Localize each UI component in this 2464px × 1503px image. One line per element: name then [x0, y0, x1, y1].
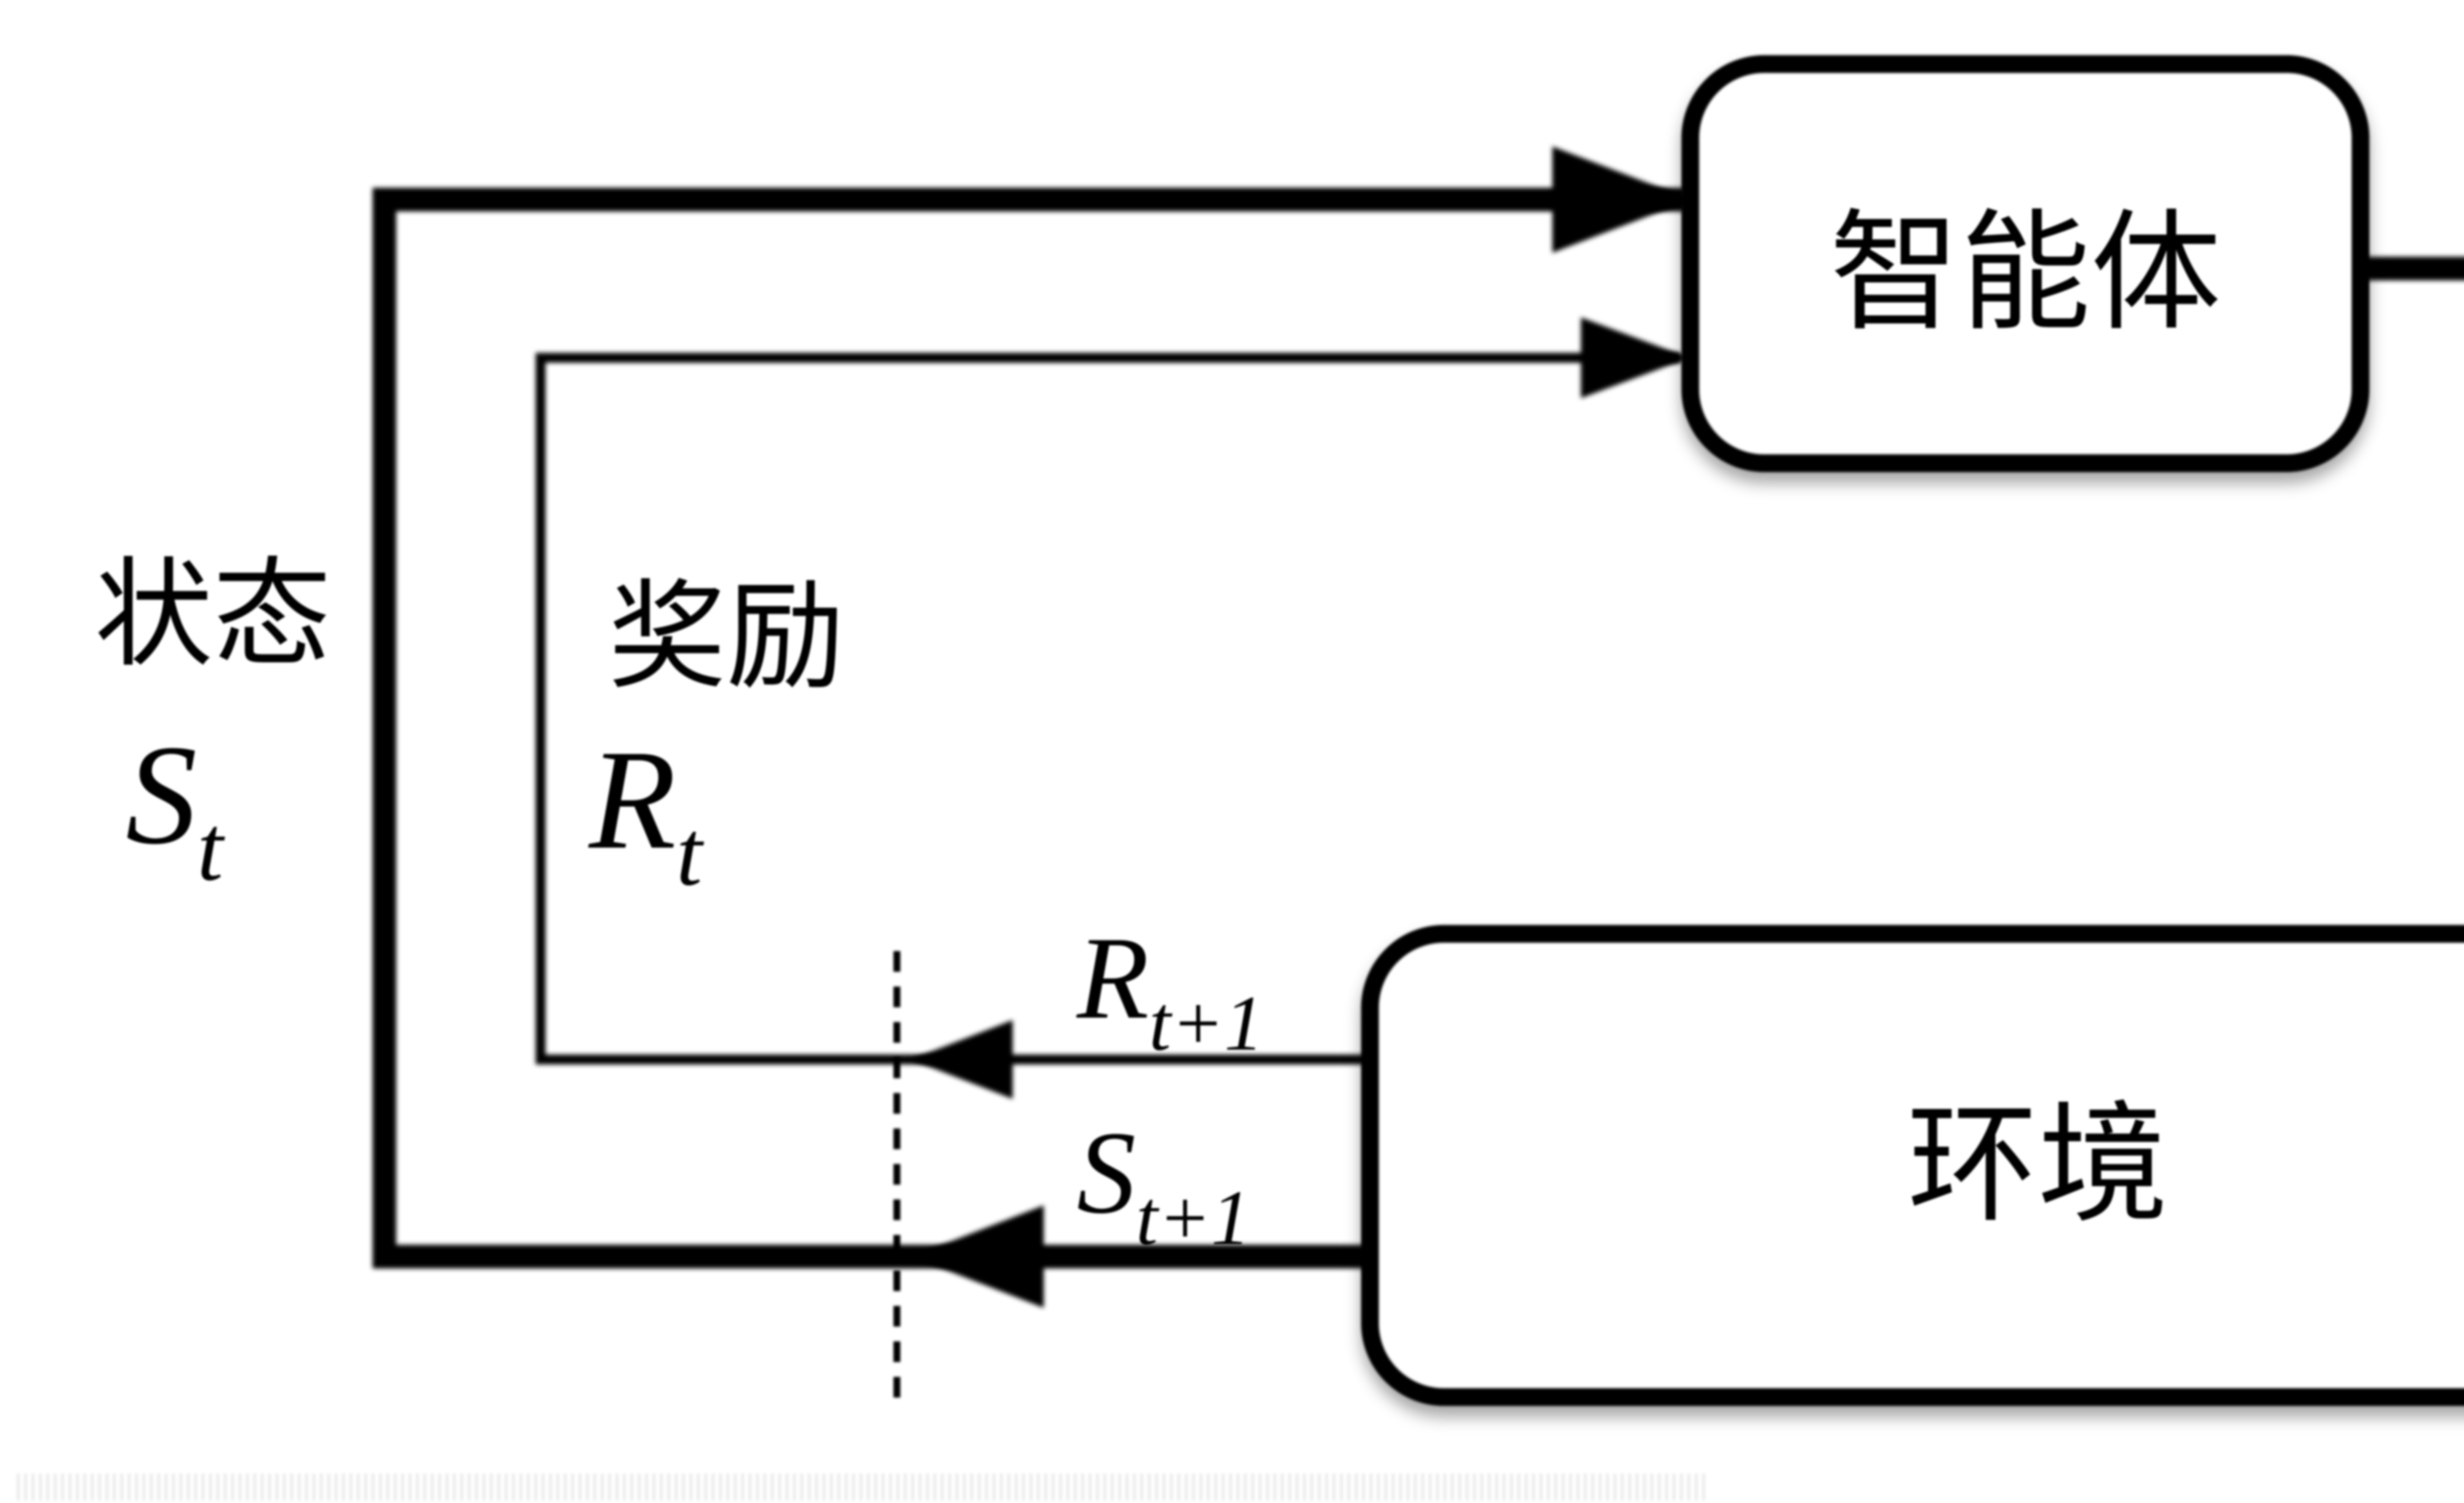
bottom-artifact-strip: [15, 1473, 1705, 1501]
reward-symbol: Rt: [586, 720, 704, 905]
state-label: 状态: [95, 550, 331, 681]
state-subscript: t: [197, 797, 225, 900]
next-reward-subscript: t+1: [1149, 979, 1264, 1067]
next-state-symbol: St+1: [1077, 1107, 1250, 1262]
state-symbol: St: [126, 716, 225, 900]
reward-into-agent-arrowhead-icon: [1581, 317, 1689, 398]
environment-box: [1361, 925, 2464, 1406]
next-state-subscript: t+1: [1136, 1174, 1250, 1262]
next-reward-at-divider-arrowhead-icon: [911, 1020, 1013, 1099]
reward-label: 奖励: [608, 572, 845, 703]
agent-box: [1681, 55, 2369, 472]
next-reward-symbol: Rt+1: [1076, 912, 1264, 1067]
state-loop-line: [373, 188, 1685, 1268]
environment-label: 环境: [1907, 1094, 2168, 1238]
state-into-agent-arrowhead-icon: [1552, 146, 1691, 253]
next-state-at-divider-arrowhead-icon: [912, 1205, 1044, 1308]
agent-label: 智能体: [1830, 202, 2222, 346]
reward-subscript: t: [676, 802, 704, 905]
